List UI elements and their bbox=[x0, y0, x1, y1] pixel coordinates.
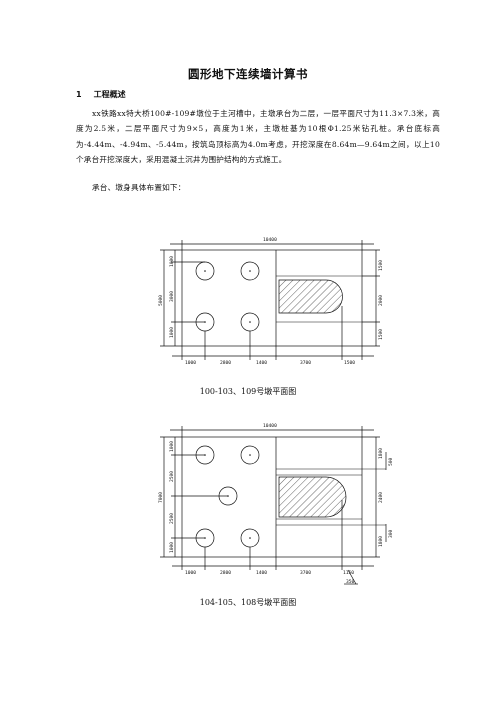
dim-left-outer: 5000 bbox=[158, 295, 164, 306]
dim-left: 2500 bbox=[169, 471, 175, 482]
dim-bottom: 3700 bbox=[300, 570, 311, 576]
dim-bottom: 2800 bbox=[220, 570, 231, 576]
dim-bottom: 1000 bbox=[185, 360, 196, 366]
dim-right: 1800 bbox=[378, 536, 384, 547]
overview-paragraph: xx铁路xx特大桥100#-109#墩位于主河槽中，主墩承台为二层，一层平面尺寸… bbox=[76, 109, 440, 165]
dim-bottom-extra: 350 bbox=[346, 579, 355, 585]
dim-bottom: 1500 bbox=[344, 360, 355, 366]
cap-outline bbox=[181, 436, 363, 558]
dim-left: 3000 bbox=[169, 291, 175, 302]
dim-left: 1000 bbox=[169, 256, 175, 267]
dim-right-small: 300 bbox=[388, 529, 394, 538]
dim-right: 1500 bbox=[378, 329, 384, 340]
dim-right: 1800 bbox=[378, 448, 384, 459]
document-title: 圆形地下连续墙计算书 bbox=[188, 67, 308, 81]
dim-bottom: 1400 bbox=[256, 360, 267, 366]
dim-left: 1000 bbox=[169, 441, 175, 452]
pile-circle bbox=[240, 445, 260, 465]
dim-top: 10400 bbox=[263, 237, 277, 243]
cap-outline bbox=[181, 249, 363, 347]
dim-bottom: 1400 bbox=[256, 570, 267, 576]
dim-bottom: 1150 bbox=[343, 570, 354, 576]
section-number: 1 bbox=[76, 90, 82, 99]
dim-right: 2000 bbox=[378, 295, 384, 306]
pier-plan-figure-2: 10400 7000 1000 2500 2500 1000 1800 2400… bbox=[158, 423, 394, 585]
pier-section-hatched bbox=[278, 279, 343, 314]
dim-left-outer: 7000 bbox=[158, 492, 164, 503]
pile-circle bbox=[240, 261, 260, 281]
dim-right-small: 500 bbox=[388, 457, 394, 466]
dim-bottom: 1000 bbox=[185, 570, 196, 576]
dim-left: 1000 bbox=[169, 542, 175, 553]
pier-section-hatched bbox=[278, 476, 347, 518]
dim-bottom: 2800 bbox=[220, 360, 231, 366]
dim-right: 2400 bbox=[378, 492, 384, 503]
figure2-caption: 104-105、108号墩平面图 bbox=[199, 598, 297, 607]
dim-right: 1500 bbox=[378, 260, 384, 271]
section-title: 工程概述 bbox=[93, 90, 126, 99]
figure1-caption: 100-103、109号墩平面图 bbox=[199, 387, 297, 396]
section-heading: 1 工程概述 bbox=[76, 89, 126, 100]
dim-left: 2500 bbox=[169, 513, 175, 524]
dim-left: 1000 bbox=[169, 327, 175, 338]
dim-top: 10400 bbox=[263, 423, 277, 429]
pier-plan-figure-1: 10400 5000 1000 3000 1000 1500 2000 1500… bbox=[158, 237, 384, 366]
layout-intro-paragraph: 承台、墩身具体布置如下： bbox=[92, 183, 186, 192]
dim-bottom: 3700 bbox=[300, 360, 311, 366]
